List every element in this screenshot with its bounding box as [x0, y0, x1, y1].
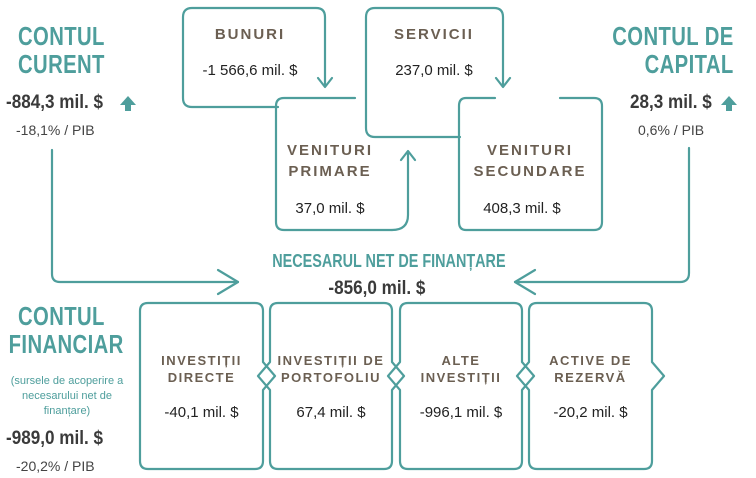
portfolio-investment-label: INVESTIȚII DE PORTOFOLIU	[270, 352, 392, 386]
primary-income-value: 37,0 mil. $	[295, 200, 365, 217]
capital-account-value: 28,3 mil. $	[630, 92, 712, 113]
other-investment-box-outline	[386, 301, 536, 471]
reserve-assets-value: -20,2 mil. $	[553, 404, 628, 421]
primary-income-label-line1: VENITURI	[286, 142, 373, 159]
primary-income-arrow-icon	[399, 149, 417, 162]
other-investment-value: -996,1 mil. $	[419, 404, 503, 421]
current-account-share: -18,1% / PIB	[16, 122, 95, 138]
capital-account-share: 0,6% / PIB	[638, 122, 705, 138]
other-investment-label-line2: INVESTIȚII	[420, 370, 502, 385]
primary-income-label: VENITURI PRIMARE	[280, 140, 380, 182]
reserve-assets-label-line1: ACTIVE DE	[549, 353, 632, 368]
secondary-income-label-line1: VENITURI	[486, 142, 573, 159]
primary-income-box-outline	[274, 96, 394, 232]
capital-account-title-line1: CONTUL DE	[612, 21, 734, 51]
reserve-assets-box-outline	[515, 301, 666, 471]
secondary-income-box-outline	[457, 96, 604, 232]
financial-account-note: (sursele de acoperire a necesarului net …	[0, 374, 134, 419]
financial-account-note-line3: finanțare)	[43, 405, 91, 417]
financial-account-note-line2: necesarului net de	[22, 390, 112, 402]
net-financing-label: NECESARUL NET DE FINANȚARE	[272, 251, 506, 271]
direct-investment-label-line1: INVESTIȚII	[161, 353, 242, 368]
secondary-income-label-line2: SECUNDARE	[473, 163, 587, 180]
services-arrow-icon	[494, 76, 512, 89]
direct-investment-box-outline	[138, 301, 277, 471]
capital-account-title: CONTUL DE CAPITAL	[613, 22, 734, 78]
secondary-income-value: 408,3 mil. $	[483, 200, 561, 217]
reserve-assets-label: ACTIVE DE REZERVĂ	[529, 352, 652, 386]
services-value: 237,0 mil. $	[395, 62, 473, 79]
current-account-feeder-line	[50, 148, 240, 284]
primary-income-label-line2: PRIMARE	[288, 163, 372, 180]
other-investment-label-line1: ALTE	[441, 353, 481, 368]
capital-account-value-row: 28,3 mil. $	[630, 92, 738, 114]
other-investment-label: ALTE INVESTIȚII	[400, 352, 522, 386]
primary-income-return-line	[390, 152, 410, 232]
up-arrow-icon	[721, 96, 738, 112]
goods-arrow-icon	[316, 76, 334, 89]
capital-account-feeder-line	[513, 146, 691, 284]
current-account-title-line1: CONTUL	[18, 21, 105, 51]
net-financing-block: NECESARUL NET DE FINANȚARE	[246, 251, 508, 272]
financial-account-title-line2: FINANCIAR	[8, 329, 124, 359]
direct-investment-value: -40,1 mil. $	[164, 404, 239, 421]
direct-investment-label: INVESTIȚII DIRECTE	[140, 352, 263, 386]
current-account-title-line2: CURENT	[18, 49, 105, 79]
portfolio-investment-value: 67,4 mil. $	[296, 404, 366, 421]
portfolio-investment-label-line1: INVESTIȚII DE	[277, 353, 385, 368]
goods-label: BUNURI	[214, 26, 286, 43]
net-financing-value-wrap: -856,0 mil. $	[296, 278, 458, 300]
direct-investment-label-line2: DIRECTE	[167, 370, 236, 385]
current-to-financing-arrow-icon	[216, 268, 240, 296]
current-account-value-row: -884,3 mil. $	[6, 92, 137, 114]
financial-account-value: -989,0 mil. $	[6, 428, 103, 449]
reserve-assets-label-line2: REZERVĂ	[554, 370, 627, 385]
financial-account-share: -20,2% / PIB	[16, 458, 95, 474]
financial-account-note-line1: (sursele de acoperire a	[10, 375, 124, 387]
capital-to-financing-arrow-icon	[513, 268, 537, 296]
secondary-income-label: VENITURI SECUNDARE	[462, 140, 598, 182]
services-label: SERVICII	[394, 26, 474, 43]
goods-box-outline	[181, 6, 327, 109]
net-financing-value: -856,0 mil. $	[328, 278, 426, 299]
financial-account-title: CONTUL FINANCIAR	[9, 301, 124, 358]
current-account-value: -884,3 mil. $	[6, 92, 103, 113]
financial-account-value-wrap: -989,0 mil. $	[6, 428, 114, 450]
portfolio-investment-label-line2: PORTOFOLIU	[281, 370, 381, 385]
goods-value: -1 566,6 mil. $	[202, 62, 298, 79]
up-arrow-icon	[120, 96, 137, 112]
current-account-title: CONTUL CURENT	[18, 22, 105, 78]
financial-account-title-line1: CONTUL	[18, 301, 105, 331]
capital-account-title-line2: CAPITAL	[644, 49, 734, 79]
services-box-outline	[364, 6, 505, 139]
portfolio-investment-box-outline	[256, 301, 406, 471]
